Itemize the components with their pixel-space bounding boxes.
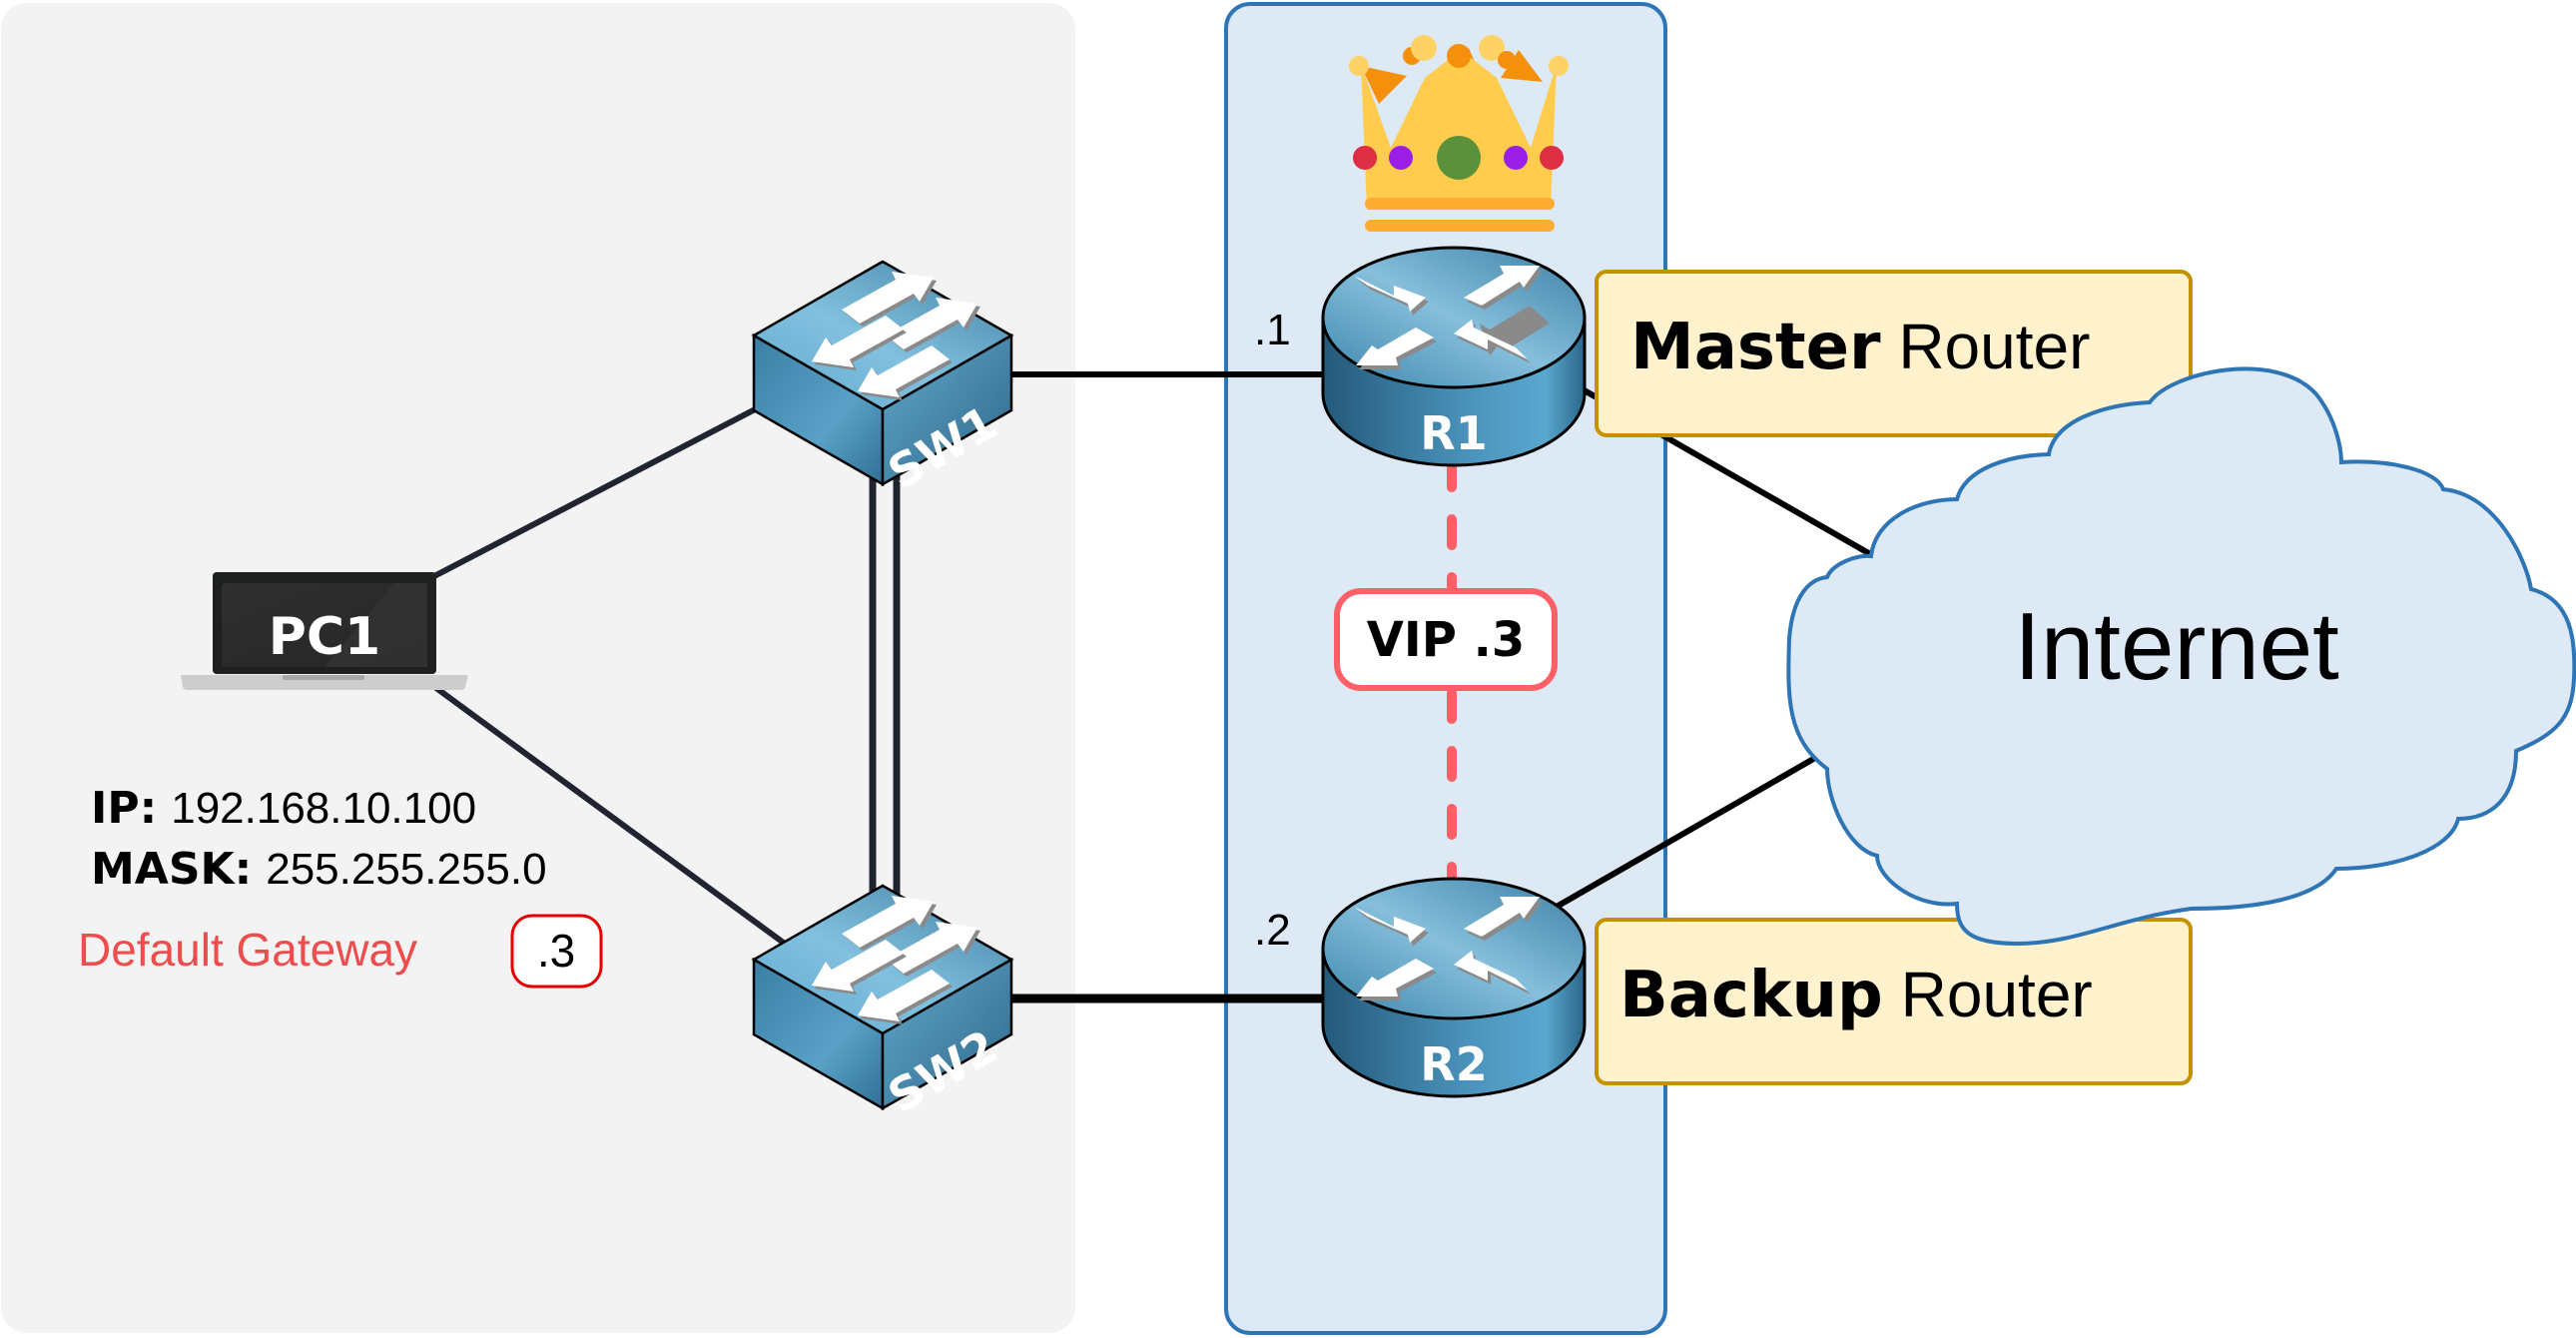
mask-label: MASK: — [91, 844, 252, 895]
router-label: R1 — [1420, 406, 1487, 460]
vip-badge: VIP .3 — [1334, 588, 1558, 691]
vip-label: VIP .3 — [1367, 612, 1526, 668]
laptop-notch — [283, 675, 364, 680]
cloud-shape — [1786, 366, 2576, 947]
router-arrows-icon — [1354, 897, 1543, 1001]
ip-value: 192.168.10.100 — [171, 784, 476, 833]
lan-zone — [1, 3, 1075, 1333]
ip-label: IP: — [91, 783, 157, 834]
ip-space — [157, 783, 171, 834]
switch-right-face — [881, 333, 1013, 487]
pc1-label: PC1 — [269, 607, 380, 667]
backup-role-text: Backup Router — [1619, 959, 2093, 1032]
master-role-label: Master Router — [1595, 270, 2193, 437]
switch-arrows-icon — [812, 896, 980, 1024]
router-arrows-icon — [1354, 266, 1550, 369]
internet-cloud[interactable]: Internet — [1786, 366, 2576, 947]
router-label: R2 — [1420, 1037, 1487, 1091]
pc1-gateway-label: Default Gateway — [78, 924, 417, 976]
gateway-value: .3 — [537, 925, 575, 977]
master-role-box — [1595, 270, 2193, 437]
gateway-badge-box — [510, 914, 603, 989]
backup-role-rest: Router — [1883, 959, 2093, 1030]
switch-arrows-icon — [812, 272, 980, 400]
pc1-laptop[interactable]: PC1 — [181, 572, 468, 690]
backup-role-box — [1595, 918, 2193, 1085]
r2-interface-ip: .2 — [1254, 906, 1291, 955]
link-pc1-sw1 — [432, 404, 761, 579]
links — [427, 371, 1874, 1004]
master-role-text: Master Router — [1630, 311, 2090, 384]
router-r2[interactable]: R2 — [1321, 877, 1587, 1098]
laptop-base — [181, 675, 468, 690]
link-pc1-sw2 — [427, 680, 791, 950]
switch-right-face — [881, 957, 1013, 1111]
mask-value: 255.255.255.0 — [266, 845, 546, 894]
gateway-badge: .3 — [510, 914, 603, 989]
master-role-bold: Master — [1630, 311, 1881, 384]
crown-icon — [1349, 35, 1569, 232]
cloud-label: Internet — [2014, 593, 2339, 700]
pc1-ip: IP: 192.168.10.100 — [91, 783, 476, 834]
master-role-rest: Router — [1881, 311, 2091, 382]
backup-role-label: Backup Router — [1595, 918, 2193, 1085]
switch-sw1[interactable]: SW1 — [751, 260, 1014, 499]
screen-glare — [324, 583, 427, 667]
vip-badge-box — [1334, 588, 1558, 691]
router-r1[interactable]: R1 — [1321, 246, 1587, 467]
mask-space — [252, 844, 266, 895]
link-r2-internet — [1548, 732, 1857, 914]
backup-role-bold: Backup — [1619, 959, 1883, 1032]
pc1-mask: MASK: 255.255.255.0 — [91, 844, 547, 895]
r1-interface-ip: .1 — [1254, 306, 1291, 354]
